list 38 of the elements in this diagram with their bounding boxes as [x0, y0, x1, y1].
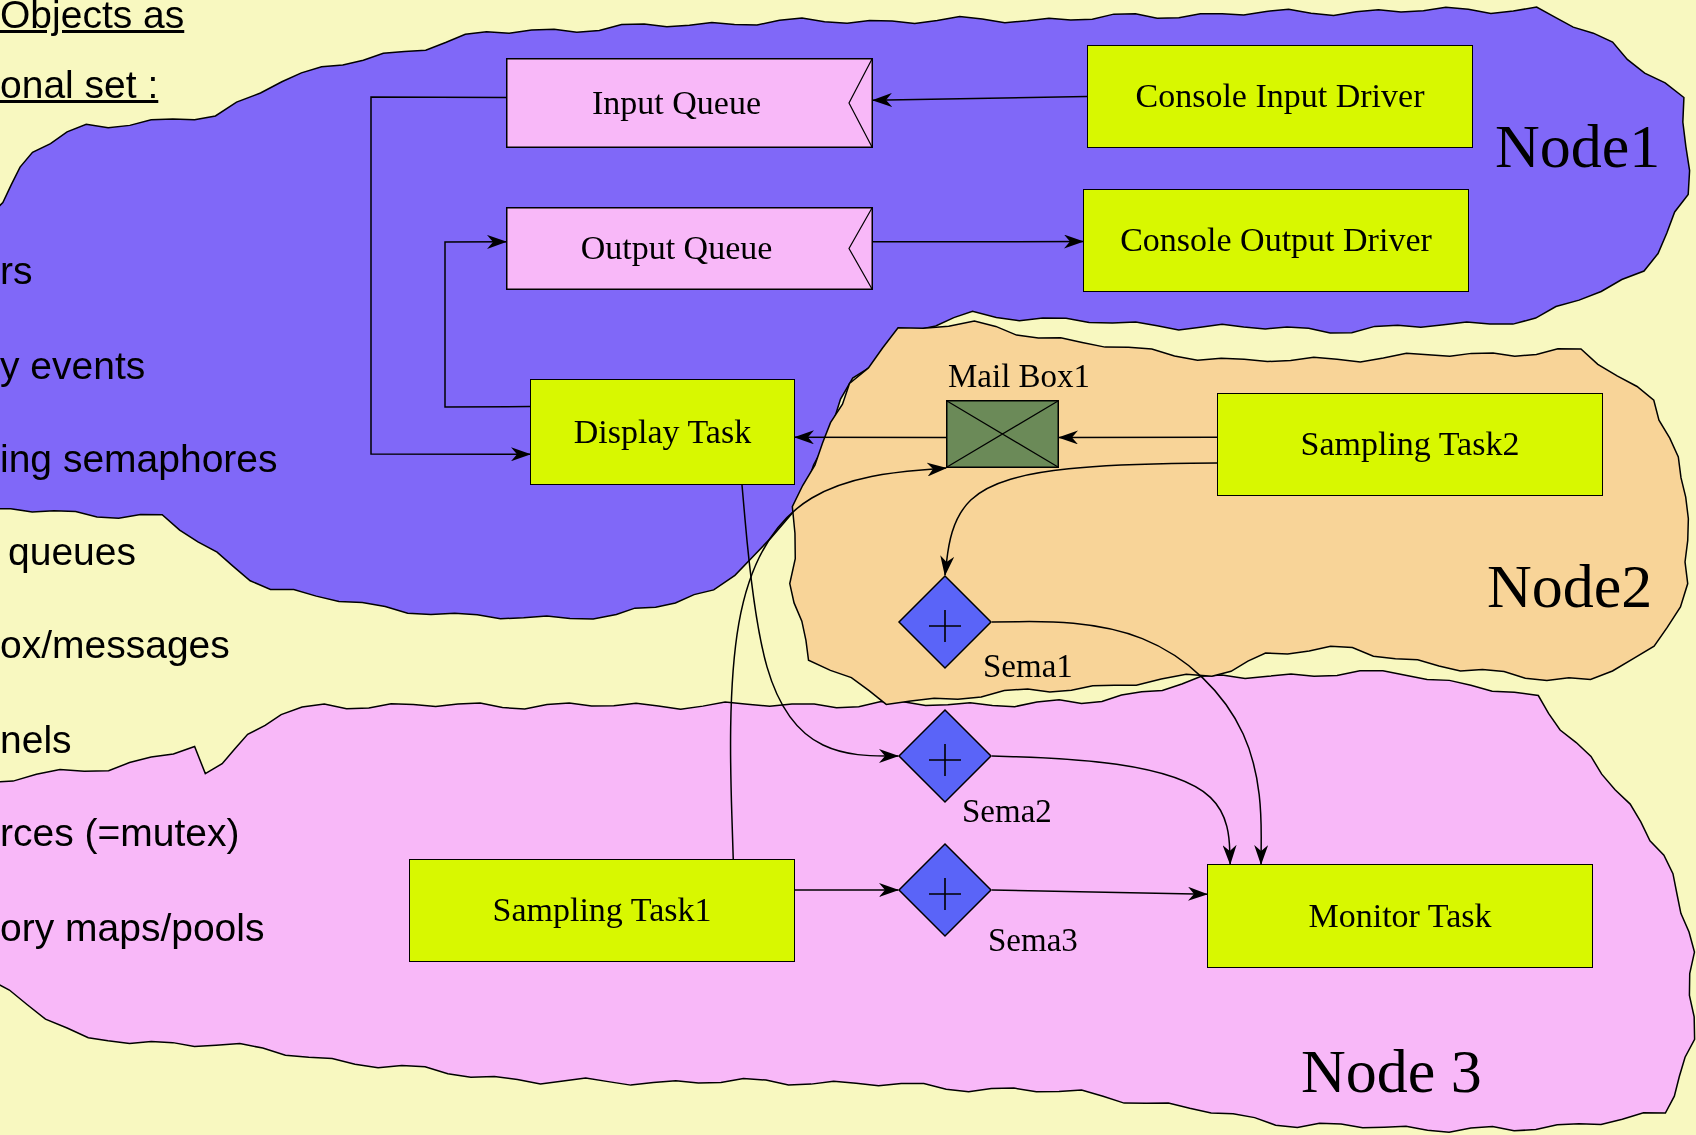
slide-text: ox/messages [0, 624, 230, 667]
arrow [872, 234, 1084, 249]
slide-text: queues [8, 531, 136, 574]
region-label: Node2 [1487, 555, 1653, 617]
arrow [991, 886, 1208, 901]
region-label: Node 3 [1301, 1040, 1482, 1102]
slide-text: ory maps/pools [0, 907, 265, 950]
queue-label: Input Queue [591, 83, 762, 123]
slide-text: rs [0, 250, 33, 293]
node-caption: Mail Box1 [948, 358, 1091, 395]
task-box: Display Task [530, 379, 795, 485]
task-box: Sampling Task1 [409, 859, 795, 962]
slide-text: Objects as [0, 0, 185, 37]
slide-text: ing semaphores [0, 438, 278, 481]
arrow [940, 462, 1218, 576]
arrow [794, 430, 947, 445]
slide-text: onal set : [0, 64, 159, 107]
arrow [1058, 430, 1218, 445]
slide-text: y events [0, 345, 146, 388]
arrow [444, 234, 531, 408]
slide-text: nels [0, 719, 72, 762]
node-caption: Sema3 [988, 922, 1078, 959]
arrow [991, 755, 1237, 865]
node-caption: Sema2 [962, 793, 1052, 830]
queue-label: Output Queue [579, 228, 774, 269]
node-caption: Sema1 [983, 648, 1073, 685]
slide-text: rces (=mutex) [0, 812, 240, 855]
region-label: Node1 [1495, 115, 1661, 177]
arrow [370, 96, 531, 462]
arrow [872, 92, 1088, 107]
arrow [741, 484, 899, 763]
task-box: Console Input Driver [1087, 45, 1473, 148]
task-box: Monitor Task [1207, 864, 1593, 968]
task-box: Sampling Task2 [1217, 393, 1603, 496]
arrow [794, 883, 899, 897]
task-box: Console Output Driver [1083, 189, 1469, 292]
arrow [729, 462, 947, 860]
arrow [991, 620, 1269, 865]
